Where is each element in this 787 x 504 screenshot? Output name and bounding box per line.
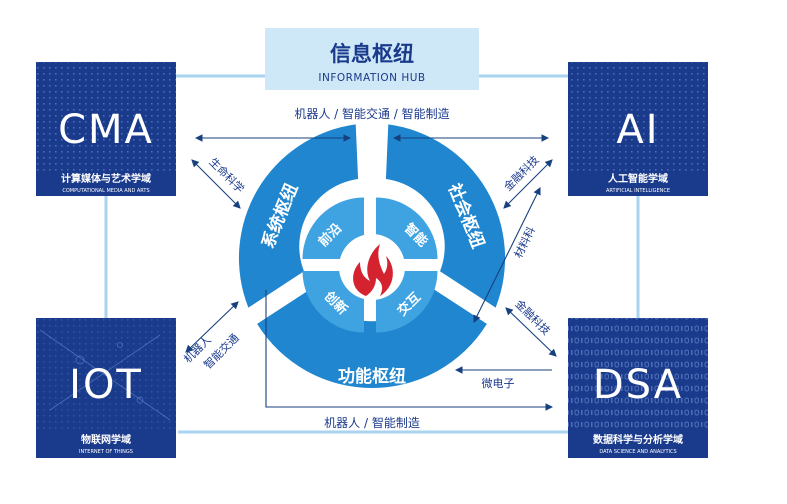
cma-acronym: CMA xyxy=(58,107,154,153)
arrow-function-loop xyxy=(265,290,554,411)
top-relation-label: 机器人 / 智能交通 / 智能制造 xyxy=(294,106,449,121)
microelectronics-label: 微电子 xyxy=(482,376,515,390)
cma-english-name: COMPUTATIONAL MEDIA AND ARTS xyxy=(62,188,149,194)
cma-chinese-name: 计算媒体与艺术学域 xyxy=(61,172,151,185)
relation-arrows xyxy=(185,134,557,411)
ring-sector-function xyxy=(257,287,487,388)
dsa-english-name: DATA SCIENCE AND ANALYTICS xyxy=(599,449,676,455)
iot-domain-card: IOT 物联网学域 INTERNET OF THINGS xyxy=(36,318,176,458)
ai-domain-card: AI 人工智能学域 ARTIFICIAL INTELLIGENCE xyxy=(568,62,708,196)
iot-english-name: INTERNET OF THINGS xyxy=(79,449,133,455)
dsa-chinese-name: 数据科学与分析学域 xyxy=(593,433,683,446)
dsa-domain-card: DSA 数据科学与分析学域 DATA SCIENCE AND ANALYTICS xyxy=(568,318,708,458)
iot-acronym: IOT xyxy=(69,362,143,408)
fintech-upper-label: 金融科技 xyxy=(501,153,542,194)
life-science-label: 生命科学 xyxy=(206,155,247,196)
quadrant-frontier xyxy=(302,197,364,259)
function-hub-label: 功能枢纽 xyxy=(338,366,406,387)
ai-english-name: ARTIFICIAL INTELLIGENCE xyxy=(606,188,670,194)
information-hub-box: 信息枢纽 INFORMATION HUB xyxy=(265,28,479,90)
fintech-lower-label: 金融科技 xyxy=(512,297,553,338)
hub-title: 信息枢纽 xyxy=(330,42,414,66)
cma-domain-card: CMA 计算媒体与艺术学域 COMPUTATIONAL MEDIA AND AR… xyxy=(36,62,176,196)
arrow-materials xyxy=(473,187,541,323)
ai-chinese-name: 人工智能学域 xyxy=(608,172,668,185)
materials-label: 材料科 xyxy=(511,224,538,260)
ring-sector-system xyxy=(238,124,359,308)
flame-logo xyxy=(353,244,393,296)
bottom-relation-label: 机器人 / 智能制造 xyxy=(324,415,420,430)
arrow-iot-system xyxy=(185,301,239,353)
dsa-acronym: DSA xyxy=(593,362,683,408)
ai-acronym: AI xyxy=(616,107,659,153)
hub-subtitle: INFORMATION HUB xyxy=(318,72,425,84)
inner-quadrants xyxy=(302,197,438,333)
arrow-cma-system-diag xyxy=(191,159,241,209)
frame-lines xyxy=(104,74,640,434)
iot-chinese-name: 物联网学域 xyxy=(81,433,131,446)
